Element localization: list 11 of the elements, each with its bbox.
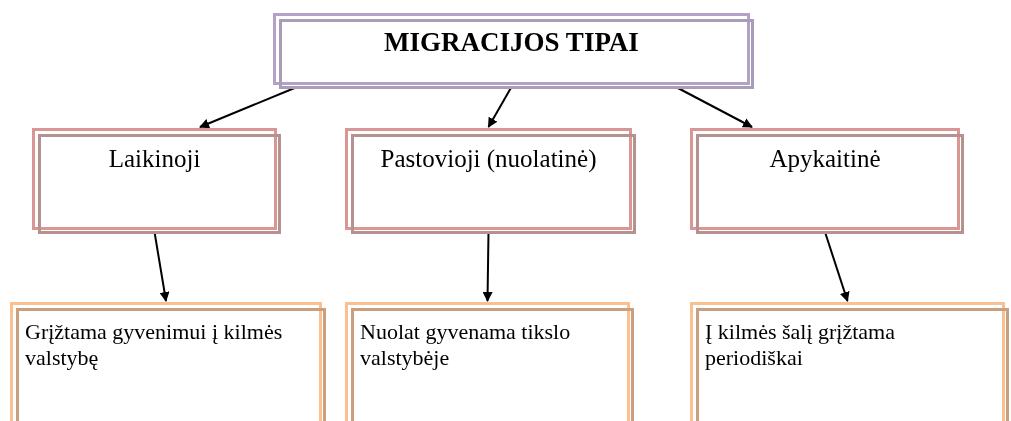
arrow: [153, 231, 170, 302]
arrow: [824, 231, 850, 302]
description-text: Į kilmės šalį grįžtama periodiškai: [705, 319, 896, 372]
arrow: [487, 86, 513, 128]
category-label: Pastovioji (nuolatinė): [380, 144, 597, 174]
category-label: Laikinoji: [108, 144, 201, 174]
description-text: Grįžtama gyvenimui į kilmės valstybę: [25, 319, 284, 372]
title-text: MIGRACIJOS TIPAI: [384, 25, 639, 59]
category-label: Apykaitinė: [769, 144, 881, 174]
arrow: [482, 231, 493, 302]
description-text: Nuolat gyvenama tikslo valstybėje: [360, 319, 572, 372]
